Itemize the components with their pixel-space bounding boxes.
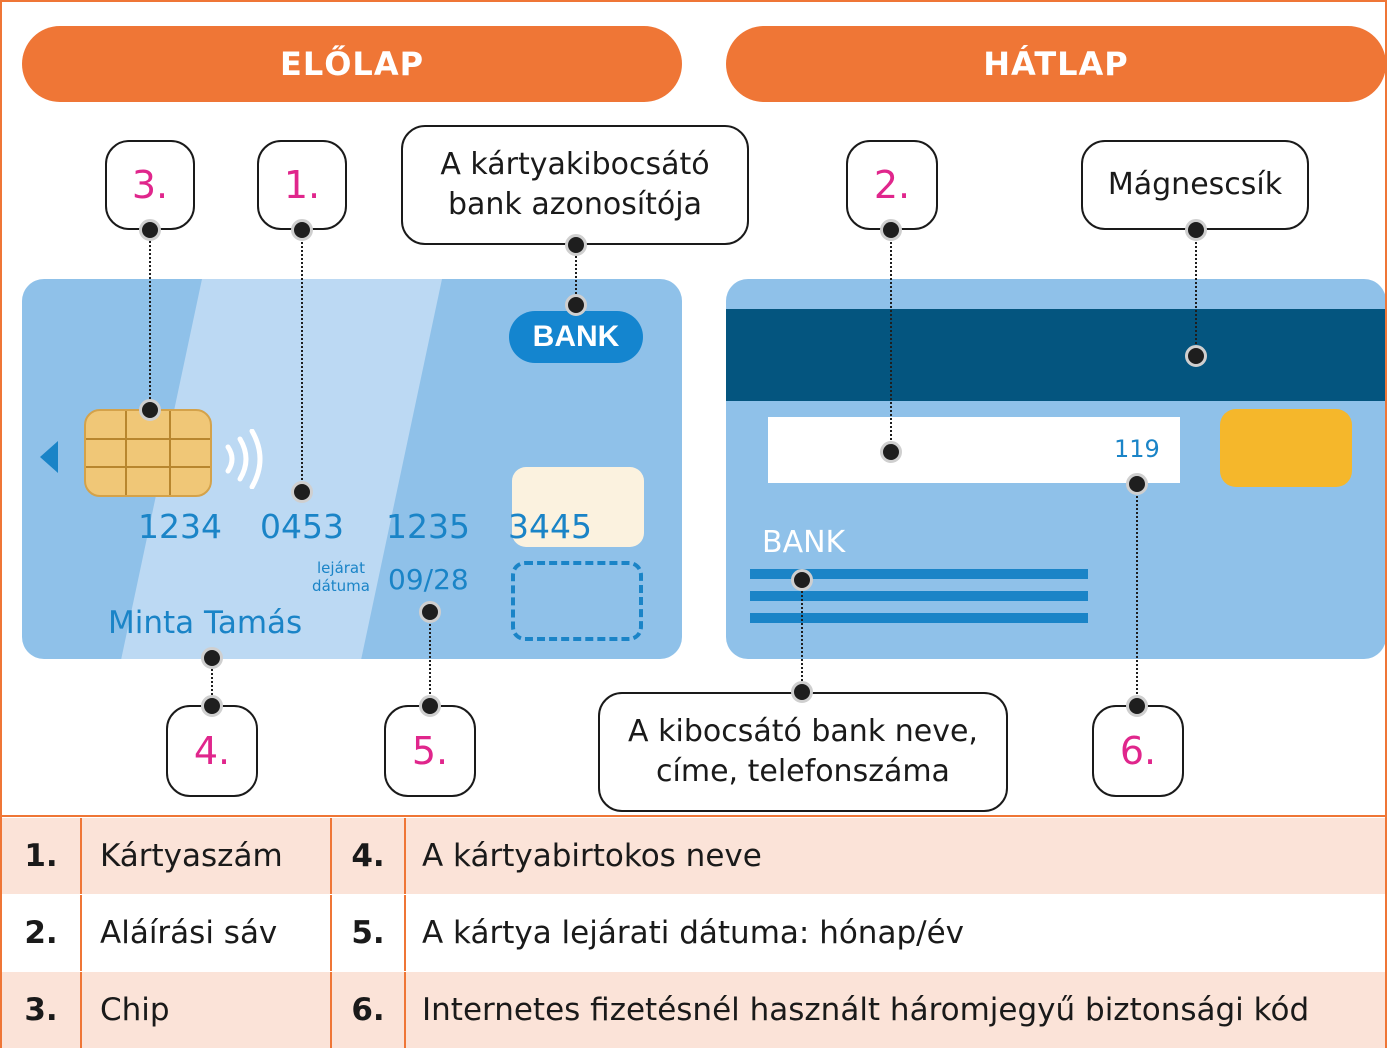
callout-issuer-line1: A kibocsátó bank neve, [628,714,978,749]
legend-number: 5. [332,895,406,971]
legend-row: 3. Chip 6. Internetes fizetésnél használ… [2,971,1385,1048]
card-number-group-2: 0453 [260,507,344,546]
connector-dot [291,219,313,241]
chip [84,409,212,497]
connector-bank-id [575,245,577,305]
expiry-caption-line1: lejárat [317,559,365,577]
magnetic-stripe [726,309,1385,401]
callout-issuer-line2: címe, telefonszáma [656,754,950,789]
callout-2: 2. [846,140,938,230]
connector-4 [211,658,213,706]
connector-5 [429,612,431,706]
legend-row: 2. Aláírási sáv 5. A kártya lejárati dát… [2,894,1385,971]
card-front: BANK 1234 0453 1235 3445 [22,279,682,659]
callout-bank-id-line1: A kártyakibocsátó [440,147,710,182]
legend-text: Kártyaszám [82,818,332,894]
signature-strip [768,417,1180,483]
callout-4: 4. [166,705,258,797]
connector-magstripe [1195,230,1197,356]
connector-1 [301,230,303,492]
callout-bank-id: A kártyakibocsátó bank azonosítója [401,125,749,245]
callout-3: 3. [105,140,195,230]
legend-number: 4. [332,818,406,894]
legend-text: Internetes fizetésnél használt háromjegy… [422,992,1310,1028]
hologram [512,467,644,547]
legend-number: 1. [2,818,82,894]
connector-2 [890,230,892,452]
connector-dot [291,481,313,503]
arrow-left-icon [40,441,58,473]
back-bank-name: BANK [762,525,846,560]
card-number-group-4: 3445 [508,507,592,546]
connector-dot [565,234,587,256]
connector-dot [1126,473,1148,495]
legend-number: 3. [2,972,82,1048]
connector-6 [1136,484,1138,706]
chip-contacts-icon [86,411,210,495]
legend-text: A kártya lejárati dátuma: hónap/év [422,915,964,951]
security-code: 119 [1114,435,1160,463]
legend-text: Chip [82,972,332,1048]
legend-row: 1. Kártyaszám 4. A kártyabirtokos neve [2,817,1385,894]
cardholder-name: Minta Tamás [108,605,303,641]
connector-dot [791,569,813,591]
back-gold-box [1220,409,1352,487]
legend-top-border [2,815,1385,817]
card-back: 119 BANK [726,279,1385,659]
contactless-icon [225,429,263,489]
front-header: ELŐLAP [22,26,682,102]
expiry-date: 09/28 [388,563,469,596]
legend-text: Aláírási sáv [82,895,332,971]
connector-dot [201,647,223,669]
front-bank-logo: BANK [509,311,643,363]
card-number-group-1: 1234 [138,507,222,546]
expiry-caption-line2: dátuma [312,577,370,595]
callout-6: 6. [1092,705,1184,797]
connector-dot [419,695,441,717]
connector-dot [565,294,587,316]
legend-number: 2. [2,895,82,971]
connector-dot [880,441,902,463]
connector-dot [1185,345,1207,367]
legend-table: 1. Kártyaszám 4. A kártyabirtokos neve 2… [2,817,1385,1048]
legend-text: A kártyabirtokos neve [422,838,762,874]
expiry-caption: lejárat dátuma [306,559,376,595]
connector-dot [139,399,161,421]
connector-dot [791,681,813,703]
connector-dot [139,219,161,241]
contactless-area [511,561,643,641]
callout-magstripe: Mágnescsík [1081,140,1309,230]
callout-1: 1. [257,140,347,230]
connector-dot [1185,219,1207,241]
connector-dot [201,695,223,717]
connector-3 [149,230,151,410]
connector-dot [419,601,441,623]
connector-issuer [801,580,803,692]
back-header: HÁTLAP [726,26,1385,102]
connector-dot [880,219,902,241]
info-line-2 [750,591,1088,601]
connector-dot [1126,695,1148,717]
legend-number: 6. [332,972,406,1048]
callout-issuer: A kibocsátó bank neve, címe, telefonszám… [598,692,1008,812]
callout-5: 5. [384,705,476,797]
callout-bank-id-line2: bank azonosítója [447,187,702,222]
info-line-3 [750,613,1088,623]
card-number-group-3: 1235 [386,507,470,546]
info-line-1 [750,569,1088,579]
